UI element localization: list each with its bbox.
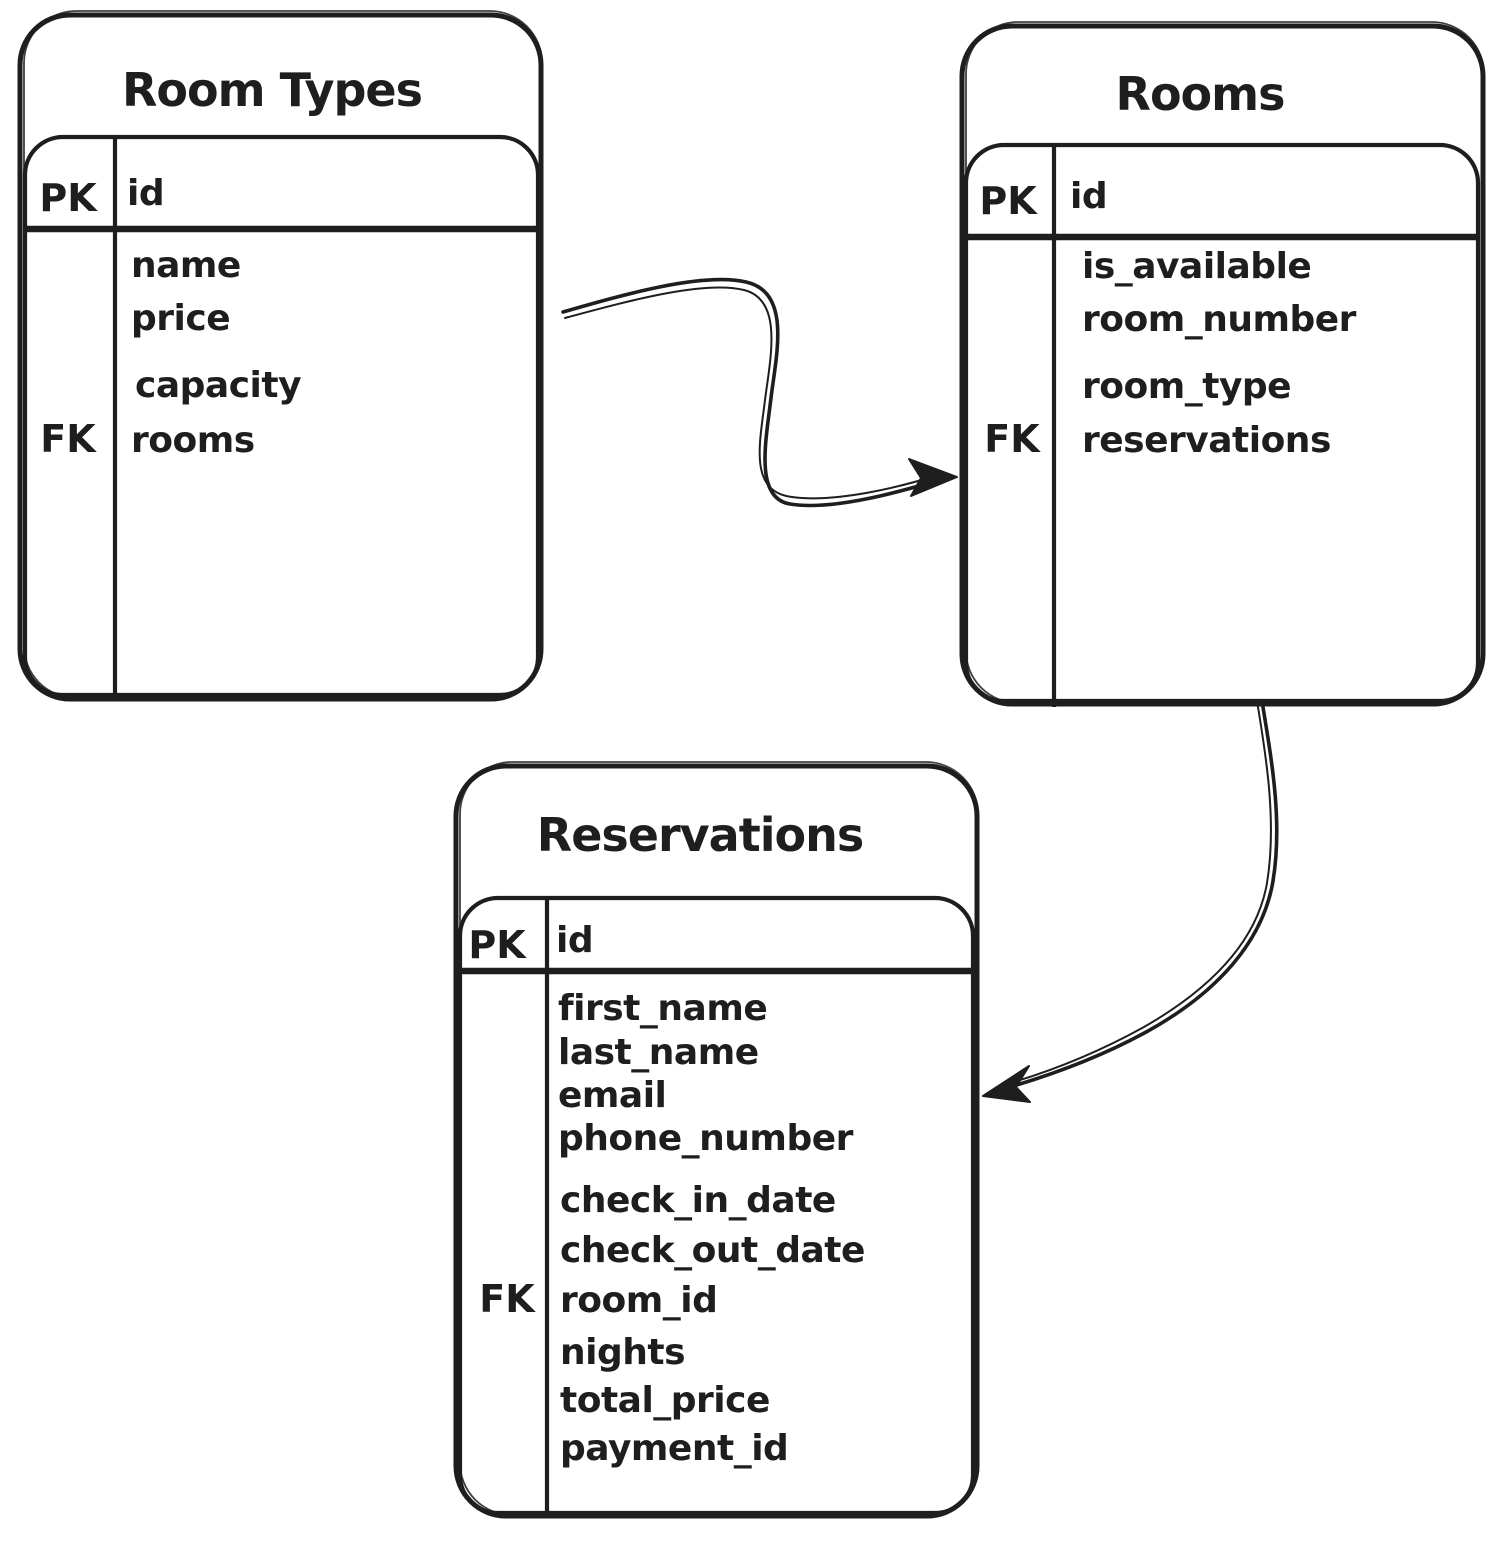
field-label: name xyxy=(131,245,241,286)
entity-room-types[interactable]: Room Types PK id name price capacity FK … xyxy=(17,10,544,702)
entity-rooms[interactable]: Rooms PK id is_available room_number roo… xyxy=(959,21,1486,707)
field-label: last_name xyxy=(558,1032,759,1073)
field-label: reservations xyxy=(1082,420,1331,461)
arrow-line-sketch xyxy=(999,700,1272,1087)
field-label: first_name xyxy=(558,988,767,1029)
field-label: email xyxy=(558,1075,666,1116)
entity-attribute-box[interactable] xyxy=(457,895,976,1516)
entity-outline-sketch xyxy=(965,21,1485,704)
arrowhead-icon xyxy=(908,458,958,497)
field-label: room_id xyxy=(560,1280,717,1321)
relationship-arrow-rooms-to-reservations[interactable] xyxy=(982,699,1279,1103)
entity-reservations[interactable]: Reservations PK id first_name last_name … xyxy=(453,761,980,1519)
entity-title: Room Types xyxy=(122,63,422,117)
fk-badge: FK xyxy=(40,417,97,461)
pk-badge: PK xyxy=(468,923,527,967)
arrow-line[interactable] xyxy=(994,699,1279,1093)
field-label: nights xyxy=(560,1332,685,1373)
pk-field-label: id xyxy=(1070,176,1107,217)
field-label: total_price xyxy=(560,1380,770,1421)
field-label: rooms xyxy=(131,420,255,461)
fk-badge: FK xyxy=(479,1277,536,1321)
pk-field-label: id xyxy=(556,920,593,961)
field-label: is_available xyxy=(1082,246,1311,287)
pk-badge: PK xyxy=(39,176,98,220)
field-label: room_type xyxy=(1082,366,1291,407)
field-label: phone_number xyxy=(558,1118,854,1159)
field-label: capacity xyxy=(135,365,301,406)
entity-outline[interactable] xyxy=(959,23,1486,707)
entity-title: Reservations xyxy=(537,808,863,862)
arrow-line[interactable] xyxy=(561,277,948,508)
entity-attribute-box[interactable] xyxy=(22,134,541,698)
pk-field-label: id xyxy=(127,173,164,214)
field-label: payment_id xyxy=(560,1428,788,1469)
entity-attribute-box[interactable] xyxy=(963,142,1481,704)
arrow-line-sketch xyxy=(564,286,945,500)
field-label: price xyxy=(131,298,230,339)
field-label: check_in_date xyxy=(560,1180,836,1221)
entity-outline[interactable] xyxy=(453,763,980,1519)
entity-outline[interactable] xyxy=(17,12,544,702)
field-label: room_number xyxy=(1082,299,1357,340)
pk-badge: PK xyxy=(979,179,1038,223)
relationship-arrow-room-types-to-rooms[interactable] xyxy=(561,277,958,508)
arrowhead-icon xyxy=(982,1065,1031,1103)
fk-badge: FK xyxy=(984,417,1041,461)
entity-title: Rooms xyxy=(1116,67,1285,121)
field-label: check_out_date xyxy=(560,1230,865,1271)
